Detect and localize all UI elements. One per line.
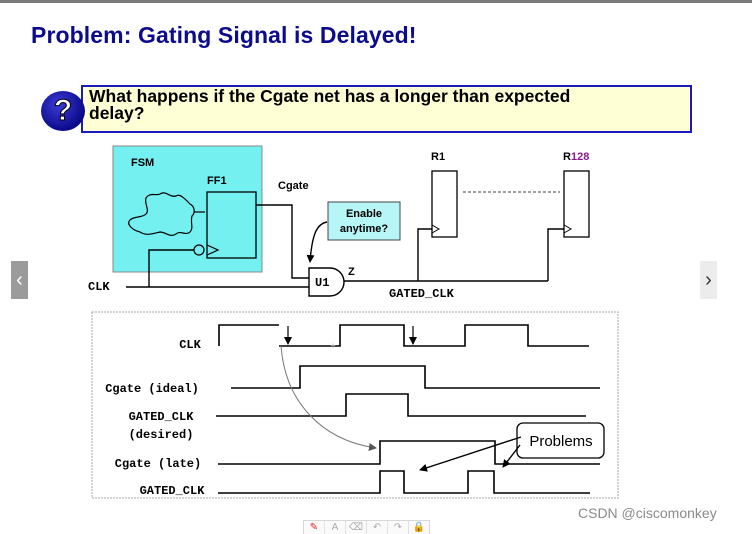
cursor-crosshair-icon: + [330, 341, 335, 351]
redo-icon: ↷ [393, 522, 403, 533]
slide-title: Problem: Gating Signal is Delayed! [31, 22, 417, 48]
signal-label-desired: (desired) [129, 428, 194, 442]
problems-callout: Problems [419, 422, 605, 472]
chevron-left-icon: ‹ [16, 269, 23, 291]
pen-tool-button[interactable]: ✎ [304, 521, 325, 534]
cgate-wire [256, 204, 309, 279]
callout-line-1: Enable [346, 208, 382, 220]
waveform-cgate-ideal [231, 365, 600, 389]
question-line-1: What happens if the Cgate net has a long… [89, 86, 571, 106]
question-line-2: delay? [89, 103, 145, 123]
clk-label: CLK [88, 280, 110, 294]
undo-icon: ↶ [372, 522, 382, 533]
cgate-label: Cgate [278, 180, 309, 192]
and-gate-u1: U1 Z [308, 266, 355, 297]
question-text: What happens if the Cgate net has a long… [89, 86, 679, 123]
lock-icon: 🔒 [412, 522, 426, 533]
waveforms [216, 324, 600, 494]
next-slide-button[interactable]: › [700, 261, 717, 299]
signal-label-cgate-ideal: Cgate (ideal) [105, 382, 199, 396]
r128-label: R128 [563, 151, 589, 163]
text-icon: A [331, 522, 339, 533]
problems-label: Problems [529, 433, 592, 450]
z-label: Z [348, 266, 355, 278]
enable-anytime-callout: Enable anytime? [306, 201, 401, 263]
eraser-tool-button[interactable]: ⌫ [346, 521, 367, 534]
waveform-cgate-late [218, 440, 600, 465]
prev-slide-button[interactable]: ‹ [11, 261, 28, 299]
timing-labels: CLK Cgate (ideal) GATED_CLK (desired) Cg… [105, 338, 205, 498]
chevron-right-icon: › [705, 269, 712, 291]
timing-diagram-frame [91, 311, 619, 499]
u1-label: U1 [315, 276, 329, 290]
logic-cloud-icon [128, 192, 195, 236]
eraser-icon: ⌫ [348, 522, 364, 533]
annotation-toolbar: ✎ A ⌫ ↶ ↷ 🔒 [303, 520, 430, 534]
question-box: What happens if the Cgate net has a long… [81, 85, 692, 133]
signal-label-clk: CLK [179, 338, 201, 352]
register-r1: R1 [417, 151, 458, 281]
signal-label-gated-clk-desired: GATED_CLK [129, 410, 195, 424]
signal-label-cgate-late: Cgate (late) [115, 457, 201, 471]
top-border [0, 0, 752, 3]
waveform-clk [218, 324, 279, 346]
lock-button[interactable]: 🔒 [409, 521, 429, 534]
ff1-label: FF1 [207, 175, 227, 187]
watermark: CSDN @ciscomonkey [578, 505, 717, 521]
text-tool-button[interactable]: A [325, 521, 346, 534]
redo-button[interactable]: ↷ [388, 521, 409, 534]
r1-label: R1 [431, 151, 445, 163]
callout-line-2: anytime? [340, 223, 389, 235]
undo-button[interactable]: ↶ [367, 521, 388, 534]
question-mark-icon: ? [41, 91, 85, 131]
fsm-label: FSM [131, 157, 154, 169]
waveform-gated-clk-desired [216, 393, 586, 417]
register-r128: R128 [547, 151, 590, 281]
fsm-block: FSM FF1 [112, 145, 263, 287]
gated-clk-label: GATED_CLK [389, 287, 455, 301]
signal-label-gated-clk: GATED_CLK [140, 484, 206, 498]
delay-arrow [280, 345, 377, 451]
pen-icon: ✎ [309, 522, 319, 533]
waveform-gated-clk [218, 470, 590, 494]
